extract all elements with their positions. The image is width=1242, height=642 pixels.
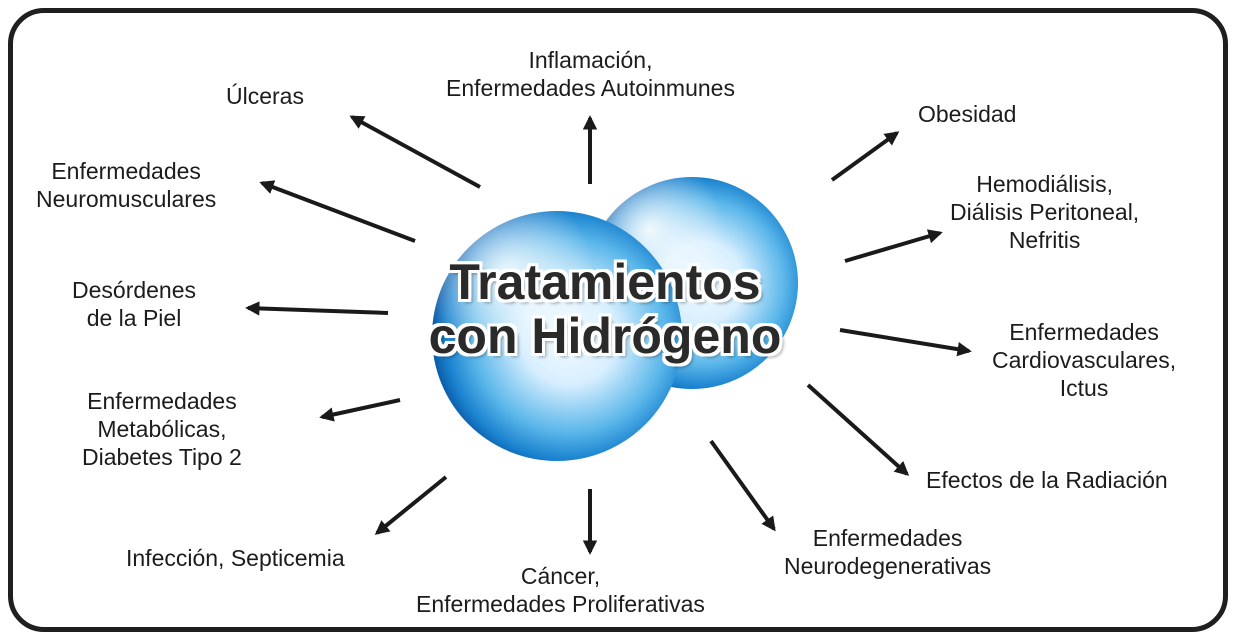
node-metabolicas: Enfermedades Metabólicas, Diabetes Tipo … — [82, 387, 242, 471]
node-label: Enfermedades — [51, 158, 201, 184]
node-label: Metabólicas, — [97, 416, 227, 442]
node-label: Neuromusculares — [36, 186, 217, 212]
node-label: de la Piel — [86, 305, 182, 331]
arrows — [245, 115, 972, 555]
node-neuromusculares: Enfermedades Neuromusculares — [36, 157, 216, 213]
arrow-cardiovasculares — [839, 328, 972, 357]
center-title-line1: Tratamientos — [449, 254, 761, 310]
node-label: Enfermedades Autoinmunes — [446, 75, 735, 101]
node-hemodialisis: Hemodiálisis, Diálisis Peritoneal, Nefri… — [950, 170, 1139, 254]
node-label: Cardiovasculares, — [992, 347, 1177, 373]
node-label: Hemodiálisis, — [976, 171, 1113, 197]
arrow-neurodegenerativas — [709, 439, 776, 532]
diagram-frame — [8, 8, 1228, 632]
node-label: Diálisis Peritoneal, — [950, 199, 1140, 225]
arrow-radiacion — [806, 383, 910, 476]
node-label: Úlceras — [226, 83, 304, 109]
node-label: Enfermedades — [87, 388, 237, 414]
node-label: Inflamación, — [528, 47, 653, 73]
node-label: Infección, Septicemia — [126, 545, 345, 571]
node-inflamacion: Inflamación, Enfermedades Autoinmunes — [446, 46, 735, 102]
arrow-piel — [245, 301, 389, 316]
arrow-neuromusculares — [259, 180, 416, 243]
center-title: Tratamientos con Hidrógeno — [420, 255, 790, 363]
arrow-infeccion — [374, 475, 448, 535]
arrow-metabolicas — [319, 398, 401, 422]
node-label: Enfermedades Proliferativas — [416, 591, 705, 617]
node-neurodegenerativas: Enfermedades Neurodegenerativas — [784, 524, 991, 580]
node-infeccion: Infección, Septicemia — [126, 544, 345, 572]
node-label: Obesidad — [918, 101, 1017, 127]
hydrogen-molecule-icon — [432, 177, 798, 461]
node-obesidad: Obesidad — [918, 100, 1016, 128]
node-label: Enfermedades — [812, 525, 963, 551]
node-label: Efectos de la Radiación — [926, 467, 1168, 493]
center-title-line2: con Hidrógeno — [428, 308, 782, 364]
node-label: Desórdenes — [72, 277, 197, 303]
node-ulceras: Úlceras — [226, 82, 304, 110]
node-label: Diabetes Tipo 2 — [82, 444, 242, 470]
node-label: Ictus — [1059, 375, 1109, 401]
arrow-obesidad — [830, 131, 900, 182]
node-label: Enfermedades — [1009, 319, 1159, 345]
node-piel: Desórdenes de la Piel — [72, 276, 196, 332]
node-cancer: Cáncer, Enfermedades Proliferativas — [416, 562, 705, 618]
node-label: Nefritis — [1008, 227, 1081, 253]
arrow-ulceras — [349, 115, 481, 189]
node-label: Neurodegenerativas — [784, 553, 992, 579]
arrow-hemodialisis — [844, 229, 943, 263]
node-label: Cáncer, — [520, 563, 601, 589]
node-cardiovasculares: Enfermedades Cardiovasculares, Ictus — [992, 318, 1176, 402]
node-radiacion: Efectos de la Radiación — [926, 466, 1168, 494]
